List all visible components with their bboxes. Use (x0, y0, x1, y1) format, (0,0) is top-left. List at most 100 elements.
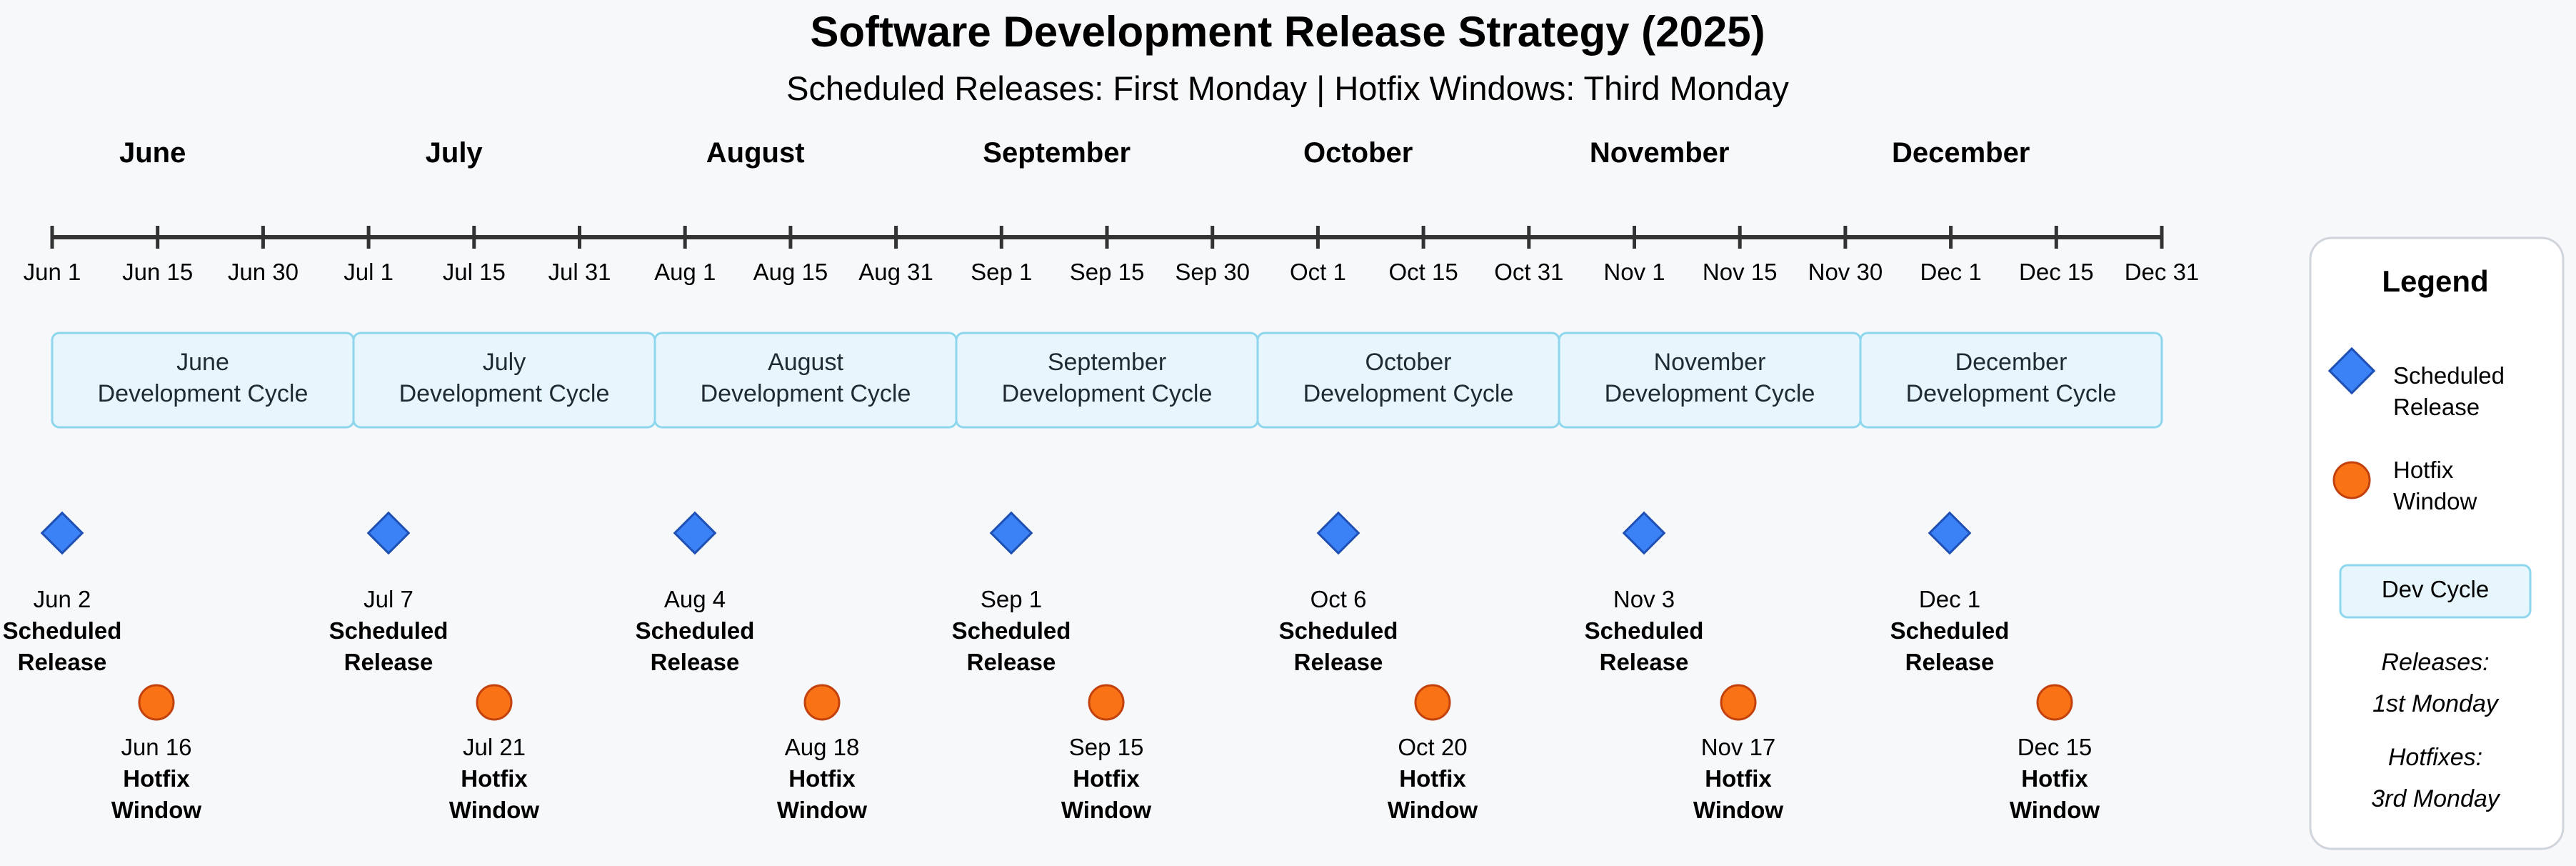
dev-cycle-label: Development Cycle (1303, 380, 1514, 407)
legend-cycle-swatch (2339, 564, 2532, 619)
tick-label: Jun 1 (24, 259, 81, 285)
release-label-2: Release (651, 649, 740, 675)
tick-label: Jul 15 (443, 259, 506, 285)
tick-label: Sep 15 (1070, 259, 1145, 285)
dev-cycle-month: December (1955, 349, 2068, 376)
tick-label: Oct 31 (1494, 259, 1563, 285)
tick-label: Aug 1 (654, 259, 716, 285)
dev-cycle-box (1859, 332, 2163, 429)
release-diamond-icon (2327, 347, 2376, 395)
dev-cycle-label: Development Cycle (1605, 380, 1815, 407)
release-label-1: Scheduled (1890, 617, 2010, 644)
tick-label: Aug 31 (858, 259, 933, 285)
dev-cycle-month: November (1654, 349, 1766, 376)
tick-label: Sep 30 (1175, 259, 1250, 285)
release-label-1: Scheduled (952, 617, 1071, 644)
release-label-1: Scheduled (1279, 617, 1398, 644)
month-header-august: August (706, 137, 805, 169)
hotfix-date: Jul 21 (463, 734, 526, 760)
hotfix-label-1: Hotfix (1073, 765, 1140, 792)
legend-hotfixes-heading: Hotfixes: (2388, 744, 2482, 771)
release-label-1: Scheduled (3, 617, 122, 644)
release-date: Jun 2 (34, 586, 91, 612)
hotfix-date: Dec 15 (2018, 734, 2093, 760)
tick-label: Aug 15 (753, 259, 828, 285)
release-label-1: Scheduled (1585, 617, 1704, 644)
release-date: Oct 6 (1310, 586, 1367, 612)
hotfix-circle-icon (476, 684, 513, 721)
hotfix-label-2: Window (2010, 797, 2100, 823)
tick-label: Dec 15 (2019, 259, 2094, 285)
tick-label: Jun 15 (122, 259, 193, 285)
legend-title: Legend (2382, 264, 2488, 298)
hotfix-circle-icon (1088, 684, 1125, 721)
dev-cycle-label: Development Cycle (399, 380, 610, 407)
release-diamond-icon (40, 511, 84, 555)
release-date: Nov 3 (1613, 586, 1675, 612)
month-header-october: October (1303, 137, 1413, 169)
hotfix-label-2: Window (777, 797, 867, 823)
dev-cycle-label: Development Cycle (1906, 380, 2117, 407)
legend: Legend Scheduled Release Hotfix Window D… (2309, 237, 2565, 850)
release-diamond-icon (1316, 511, 1360, 555)
tick-label: Dec 31 (2125, 259, 2200, 285)
hotfix-label-1: Hotfix (1705, 765, 1772, 792)
hotfix-label-2: Window (111, 797, 201, 823)
release-label-2: Release (1600, 649, 1689, 675)
legend-cycle-label: Dev Cycle (2382, 576, 2489, 602)
dev-cycle-month: July (483, 349, 526, 376)
hotfix-date: Jun 16 (121, 734, 191, 760)
legend-release-label-1: Scheduled (2393, 362, 2505, 389)
hotfix-circle-icon (803, 684, 841, 721)
legend-release-label-2: Release (2393, 394, 2480, 420)
month-header-november: November (1590, 137, 1730, 169)
tick-label: Jun 30 (228, 259, 299, 285)
hotfix-circle-icon (2332, 461, 2371, 499)
hotfix-label-2: Window (449, 797, 539, 823)
hotfix-circle-icon (2036, 684, 2073, 721)
tick-label: Jul 1 (344, 259, 394, 285)
month-header-september: September (983, 137, 1131, 169)
hotfix-label-1: Hotfix (461, 765, 528, 792)
month-header-july: July (426, 137, 483, 169)
release-label-2: Release (967, 649, 1056, 675)
dev-cycle-label: Development Cycle (1002, 380, 1213, 407)
legend-releases-heading: Releases: (2381, 649, 2489, 676)
legend-hotfixes-value: 3rd Monday (2371, 785, 2501, 812)
legend-box (2309, 237, 2565, 850)
diagram-title: Software Development Release Strategy (2… (810, 8, 1765, 56)
tick-label: Nov 30 (1808, 259, 1883, 285)
hotfix-label-1: Hotfix (1399, 765, 1466, 792)
hotfix-label-1: Hotfix (123, 765, 190, 792)
hotfix-circle-icon (1720, 684, 1757, 721)
release-date: Aug 4 (664, 586, 726, 612)
dev-cycle-month: October (1365, 349, 1452, 376)
release-diamond-icon (1622, 511, 1666, 555)
hotfix-label-2: Window (1061, 797, 1151, 823)
tick-label: Dec 1 (1920, 259, 1981, 285)
tick-label: Oct 15 (1388, 259, 1458, 285)
hotfix-date: Oct 20 (1398, 734, 1467, 760)
hotfix-circle-icon (138, 684, 175, 721)
hotfix-date: Sep 15 (1069, 734, 1144, 760)
tick-label: Oct 1 (1290, 259, 1346, 285)
release-diamond-icon (673, 511, 717, 555)
